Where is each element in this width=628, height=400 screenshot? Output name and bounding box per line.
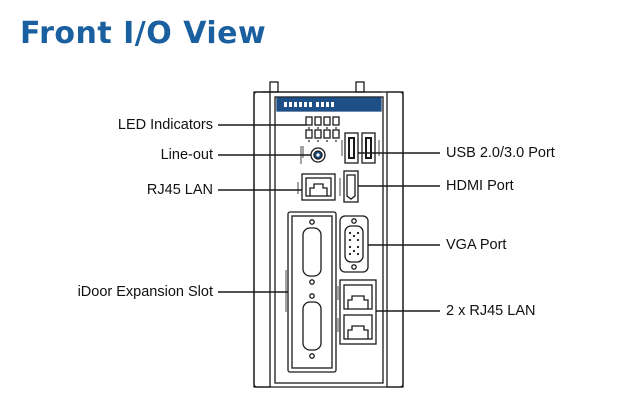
mounting-bracket xyxy=(262,81,382,93)
page-title: Front I/O View xyxy=(20,16,267,51)
hdmi-port xyxy=(339,170,359,203)
label-idoor-slot: iDoor Expansion Slot xyxy=(77,284,213,300)
led-indicators xyxy=(305,116,340,139)
label-usb-port: USB 2.0/3.0 Port xyxy=(446,145,555,161)
brand-logo xyxy=(284,102,334,107)
callout-lines xyxy=(218,124,440,312)
label-hdmi-port: HDMI Port xyxy=(446,178,514,194)
dual-rj45-lan-ports xyxy=(337,279,377,345)
label-led-indicators: LED Indicators xyxy=(117,117,213,133)
usb-port-2 xyxy=(361,132,376,164)
label-rj45-lan: RJ45 LAN xyxy=(146,182,213,198)
label-vga-port: VGA Port xyxy=(446,237,507,253)
line-out-jack xyxy=(310,147,326,163)
label-line-out: Line-out xyxy=(160,147,213,163)
vga-port xyxy=(339,215,369,273)
vga-pins xyxy=(348,231,360,256)
led-icon-glyphs xyxy=(308,127,337,142)
label-dual-rj45-lan: 2 x RJ45 LAN xyxy=(446,303,536,319)
rj45-lan-port xyxy=(297,173,336,201)
usb-port-1 xyxy=(344,132,359,164)
idoor-expansion-slot xyxy=(285,211,337,373)
device-chassis xyxy=(253,91,404,388)
